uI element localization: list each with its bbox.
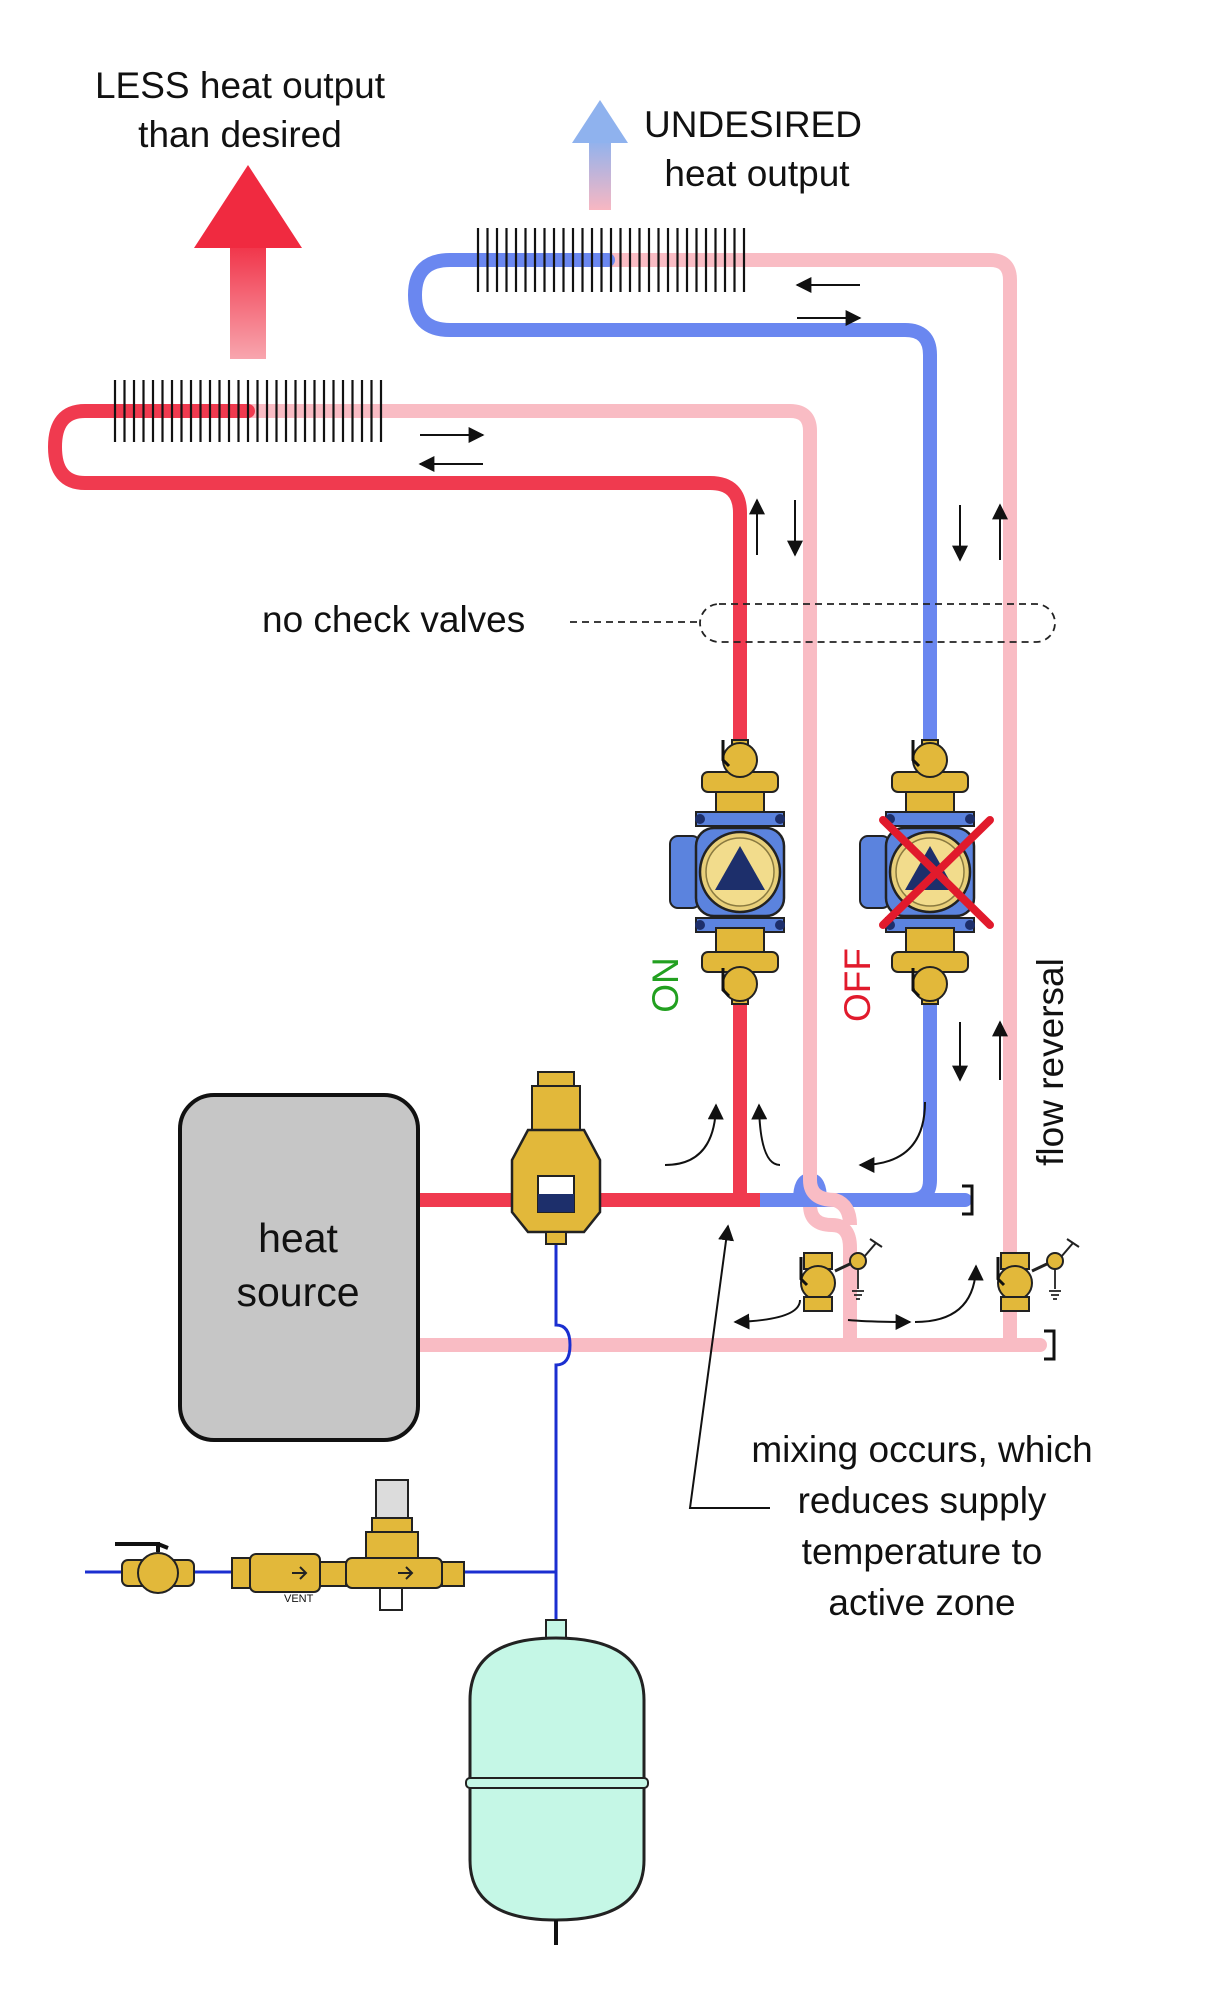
cool-supply-piping (407, 253, 972, 1208)
pressure-reducing-valve-icon (345, 1479, 465, 1611)
mixing-label-line1: mixing occurs, which (751, 1429, 1092, 1470)
flow-arrows (418, 277, 1008, 1330)
undesired-label-line2: heat output (664, 153, 850, 194)
baseboard-fins-icon (113, 228, 746, 442)
ball-valve-icon (115, 1542, 195, 1594)
pump-on-label: ON (645, 957, 686, 1013)
pipe-cap-cool (962, 1184, 974, 1216)
expansion-tank-icon (465, 1619, 649, 1945)
air-separator-icon (510, 1071, 602, 1245)
pump-off-label: OFF (837, 948, 878, 1022)
no-check-valves-marker (570, 603, 1056, 643)
pipe-cap-return (1044, 1329, 1056, 1361)
heat-source-label-line2: source (236, 1269, 359, 1315)
heat-source-box (178, 1093, 420, 1442)
mixing-label-line2: reduces supply (798, 1480, 1047, 1521)
undesired-heat-arrow-icon (572, 100, 628, 210)
mixing-label-line3: temperature to (802, 1531, 1043, 1572)
mixing-pointer (688, 1224, 770, 1509)
vent-label: VENT (284, 1593, 314, 1605)
no-check-valves-label: no check valves (262, 599, 525, 640)
backflow-preventer-icon: VENT (231, 1553, 347, 1605)
flow-reversal-label: flow reversal (1030, 958, 1071, 1166)
mixing-label-line4: active zone (828, 1582, 1015, 1623)
return-piping (241, 253, 1047, 1352)
pump-off-icon (858, 738, 994, 1006)
less-heat-label-line2: than desired (138, 114, 342, 155)
heat-source-label-line1: heat (258, 1215, 338, 1261)
less-heat-label-line1: LESS heat output (95, 65, 386, 106)
hot-supply-piping (47, 404, 752, 1207)
heat-up-arrow-icon (194, 165, 302, 359)
pump-on-icon (668, 738, 787, 1006)
undesired-label-line1: UNDESIRED (644, 104, 862, 145)
return-jumpover (803, 1160, 857, 1226)
purge-valve-icon (799, 1237, 884, 1313)
